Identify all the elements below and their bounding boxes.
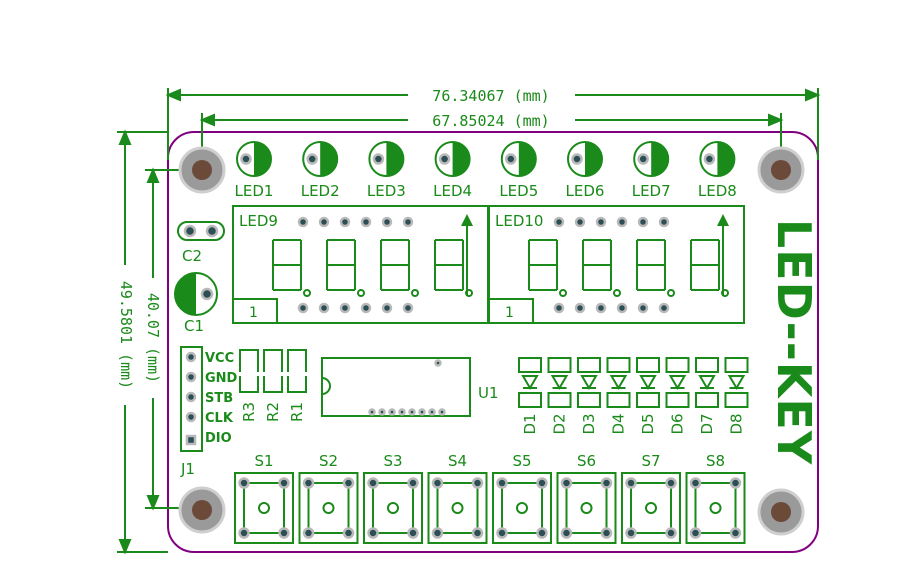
label-d6: D6 [669,413,687,434]
label-pin-stb: STB [205,391,233,406]
label-pin-gnd: GND [205,371,238,386]
label-led-1: LED1 [235,182,274,200]
diodes: D1 D2 D3 D4 D5 D6 D7 D8 [518,357,749,435]
led-4 [434,141,471,177]
led-row: LED1 LED2 LED3 LED4 LED5 LED6 LED7 LED8 [235,141,737,200]
display-led10 [488,205,745,324]
label-u1: U1 [478,384,499,402]
led-5 [500,141,537,177]
ic-u1 [321,357,471,417]
label-display-1: LED9 [239,212,278,230]
label-pin-vcc: VCC [205,351,234,366]
diode-d4 [606,357,631,408]
label-s2: S2 [319,452,338,470]
label-s4: S4 [448,452,467,470]
label-s5: S5 [512,452,531,470]
switches: S1 S2 S3 S4 S5 S6 S7 S8 [234,452,746,544]
dimension-inner-width: 67.85024 (mm) [432,112,549,130]
diode-d6 [665,357,690,408]
label-led-8: LED8 [698,182,737,200]
connector-j1 [180,346,203,452]
label-r1: R1 [288,402,306,422]
label-display-pin-1: 1 [249,305,258,321]
label-d5: D5 [639,413,657,434]
capacitor-c2 [177,221,225,241]
board-outline [167,131,819,553]
label-s8: S8 [706,452,725,470]
switch-s4 [427,472,488,544]
label-d4: D4 [610,413,628,434]
switch-s6 [556,472,617,544]
label-d8: D8 [728,413,746,434]
label-pin-dio: DIO [205,431,232,446]
dimension-outer-height: 49.5801 (mm) [117,281,135,389]
label-d2: D2 [551,413,569,434]
label-s3: S3 [383,452,402,470]
resistor-r2 [263,349,283,393]
led-2 [302,141,339,177]
board-title: LED--KEY [767,219,821,465]
diode-d7 [695,357,719,408]
label-led-6: LED6 [566,182,605,200]
diode-d3 [577,357,601,408]
label-d7: D7 [698,413,716,434]
label-j1: J1 [180,460,195,478]
dimension-outer-width: 76.34067 (mm) [432,87,549,105]
switch-s1 [234,472,294,544]
capacitor-c1 [174,272,218,316]
label-led-5: LED5 [499,182,538,200]
label-led-3: LED3 [367,182,406,200]
label-s1: S1 [254,452,273,470]
label-c2: C2 [182,247,202,265]
led-7 [633,141,670,177]
led-3 [368,141,405,177]
switch-s5 [492,472,552,544]
diode-d2 [547,357,572,408]
label-d1: D1 [521,413,539,434]
led-6 [567,141,603,177]
label-s7: S7 [641,452,660,470]
label-d3: D3 [580,413,598,434]
diode-d5 [636,357,660,408]
mounting-holes [178,146,805,536]
label-led-2: LED2 [301,182,340,200]
label-display-2: LED10 [495,212,543,230]
led-1 [236,141,272,177]
label-r2: R2 [264,402,282,422]
label-c1: C1 [184,317,204,335]
label-r3: R3 [240,402,258,422]
switch-s8 [685,472,746,544]
resistor-r3 [239,349,259,393]
switch-s2 [298,472,359,544]
dimension-inner-height: 40.07 (mm) [144,293,162,383]
label-s6: S6 [577,452,596,470]
label-led-7: LED7 [632,182,671,200]
led-8 [699,141,736,177]
label-led-4: LED4 [433,182,472,200]
label-display-pin-2: 1 [505,305,514,321]
switch-s7 [621,472,681,544]
seven-segment-displays: LED9 1 LED10 1 [232,205,745,324]
diode-d1 [518,357,542,408]
switch-s3 [363,472,423,544]
label-pin-clk: CLK [205,411,234,426]
resistors: R3 R2 R1 [239,349,307,422]
connector-pin-labels: VCC GND STB CLK DIO [205,351,238,446]
diode-d8 [724,357,749,408]
resistor-r1 [287,349,307,393]
